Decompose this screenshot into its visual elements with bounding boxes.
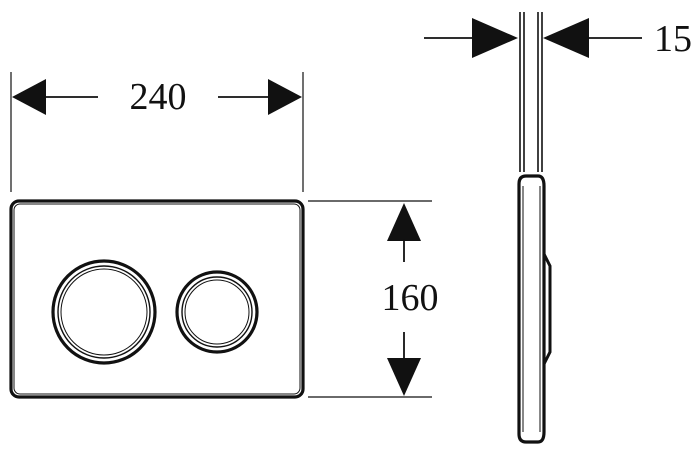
depth-arrow-right <box>543 18 589 58</box>
side-button-bulge <box>542 253 552 365</box>
small-flush-button <box>175 270 259 354</box>
large-flush-button <box>51 259 157 365</box>
depth-label: 15 <box>654 18 692 60</box>
width-label: 240 <box>130 76 187 118</box>
flush-plate-inner-edge <box>13 203 301 395</box>
flush-plate-outline <box>9 199 305 399</box>
side-view <box>517 12 552 444</box>
height-arrow-top <box>387 203 421 241</box>
side-profile-outline <box>517 174 546 444</box>
front-view <box>9 199 305 399</box>
depth-arrow-left <box>472 18 518 58</box>
height-dimension: 160 <box>308 200 439 398</box>
height-arrow-bottom <box>387 358 421 396</box>
depth-dimension: 15 <box>424 18 692 60</box>
height-label: 160 <box>382 277 439 319</box>
width-dimension: 240 <box>10 72 304 192</box>
width-arrow-right <box>268 79 302 115</box>
width-arrow-left <box>12 79 46 115</box>
